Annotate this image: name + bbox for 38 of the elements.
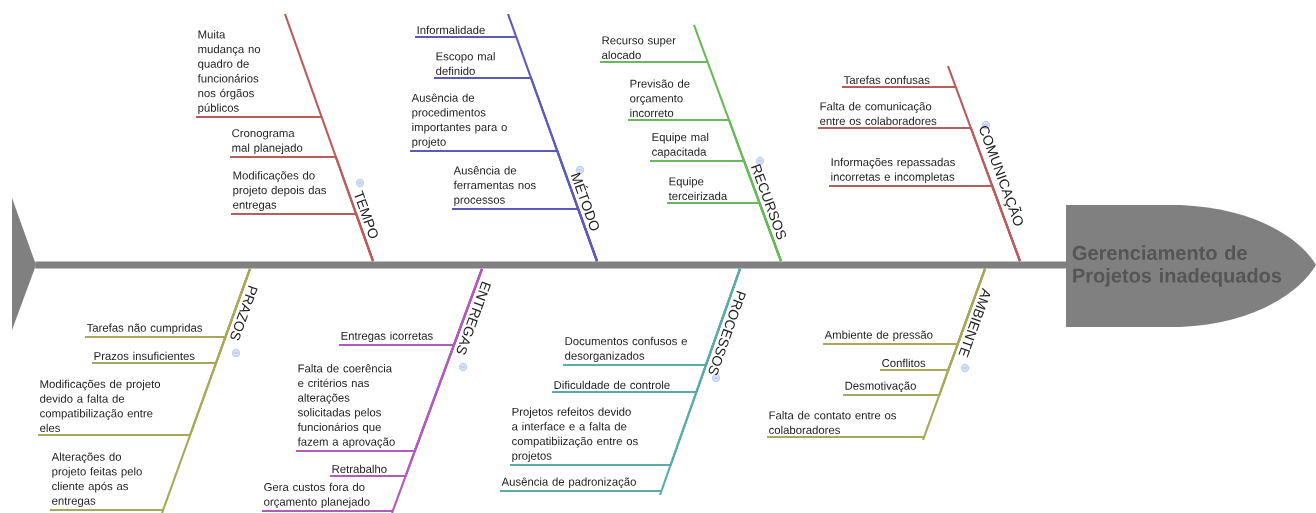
cause-text: Alterações do projeto feitas pelo cliente após as entregas	[51, 452, 142, 508]
bone-line	[498, 267, 742, 497]
cause-text: Recurso super alocado	[602, 36, 676, 60]
cause-text: Previsão de orçamento incorreto	[630, 79, 690, 118]
cause-text: Prazos insuficientes	[94, 351, 195, 361]
bone-line	[260, 267, 484, 513]
cause-text: Cronograma mal planejado	[232, 129, 303, 155]
cause-text: Projetos refeitos devido a interface e a falta de compatibiização entre os projetos	[512, 407, 638, 463]
cause-text: Equipe mal capacitada	[652, 132, 709, 159]
bone-line	[231, 212, 374, 262]
cause-text: Documentos confusos e desorganizados	[565, 336, 687, 363]
cause-text: Falta de contato entre os colaboradores	[769, 411, 897, 435]
bone-line	[667, 201, 782, 262]
bone-line	[452, 207, 598, 262]
bone-line	[765, 267, 987, 442]
cause-text: Modificações do projeto depois das entregas	[233, 171, 327, 212]
bone-line	[829, 184, 1021, 262]
cause-text: Retrabalho	[332, 464, 387, 474]
cause-text: Ausência de ferramentas nos processos	[453, 166, 536, 207]
cause-text: Ambiente de pressão	[824, 330, 933, 342]
cause-text: Conflitos	[882, 358, 926, 368]
cause-text: Dificuldade de controle	[554, 380, 670, 390]
bone-line	[48, 267, 252, 513]
cause-text: Informações repassadas incorretas e incompletas	[831, 157, 955, 184]
cause-text: Escopo mal definido	[436, 52, 495, 76]
cause-text: Modificações de projeto devido a falta de compatibilização entre eles	[40, 379, 161, 433]
cause-text: Entregas icorretas	[341, 331, 433, 343]
cause-text: Muita mudança no quadro de funcionários nos órgãos públicos	[197, 30, 261, 115]
cause-text: Ausência de procedimentos importantes para o projeto	[411, 93, 507, 149]
cause-text: Tarefas não cumpridas	[86, 323, 203, 335]
cause-text: Desmotivação	[845, 381, 916, 393]
cause-text: Gera custos fora do orçamento planejado	[264, 482, 370, 509]
cause-text: Ausência de padronização	[501, 477, 636, 489]
cause-text: Equipe terceirizada	[668, 177, 728, 201]
cause-text: Falta de coerência e critérios nas alterações solicitadas pelos funcionários que fazem a aprovação	[297, 364, 395, 449]
cause-text: Informalidade	[417, 25, 485, 35]
cause-text: Tarefas confusas	[843, 75, 930, 85]
cause-text: Falta de comunicação entre os colaboradores	[820, 102, 937, 126]
